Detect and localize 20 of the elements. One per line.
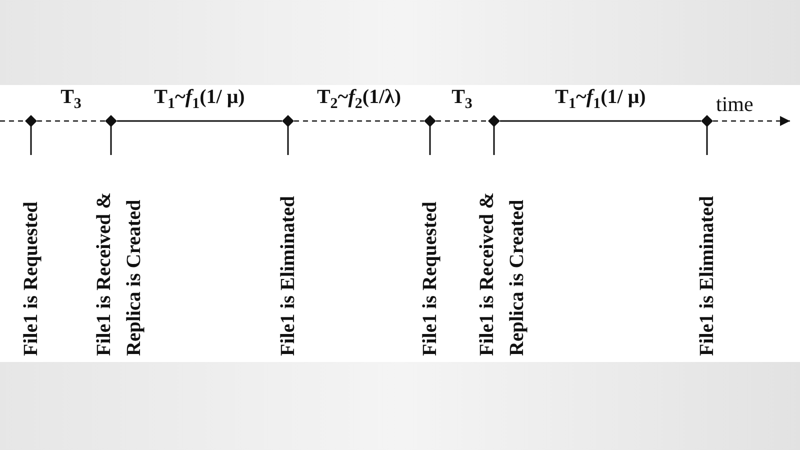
event-marker bbox=[701, 115, 713, 127]
event-marker bbox=[282, 115, 294, 127]
timeline-segment bbox=[500, 120, 701, 122]
event-label: File1 is Requested bbox=[418, 200, 442, 356]
event-label: File1 is Requested bbox=[19, 200, 43, 356]
event-marker bbox=[25, 115, 37, 127]
event-marker bbox=[105, 115, 117, 127]
event-label: File1 is Eliminated bbox=[276, 195, 300, 356]
timeline-segment bbox=[117, 120, 282, 122]
axis-label: time bbox=[716, 92, 754, 117]
event-marker bbox=[424, 115, 436, 127]
event-label: File1 is Received & Replica is Created bbox=[92, 191, 146, 356]
timeline-segment bbox=[436, 120, 488, 122]
timeline-arrow bbox=[713, 116, 790, 126]
timeline-segment bbox=[37, 120, 105, 122]
event-marker bbox=[488, 115, 500, 127]
event-label: File1 is Eliminated bbox=[695, 195, 719, 356]
event-label: File1 is Received & Replica is Created bbox=[475, 191, 529, 356]
timeline-segment bbox=[0, 120, 25, 122]
timeline-segment bbox=[294, 120, 424, 122]
